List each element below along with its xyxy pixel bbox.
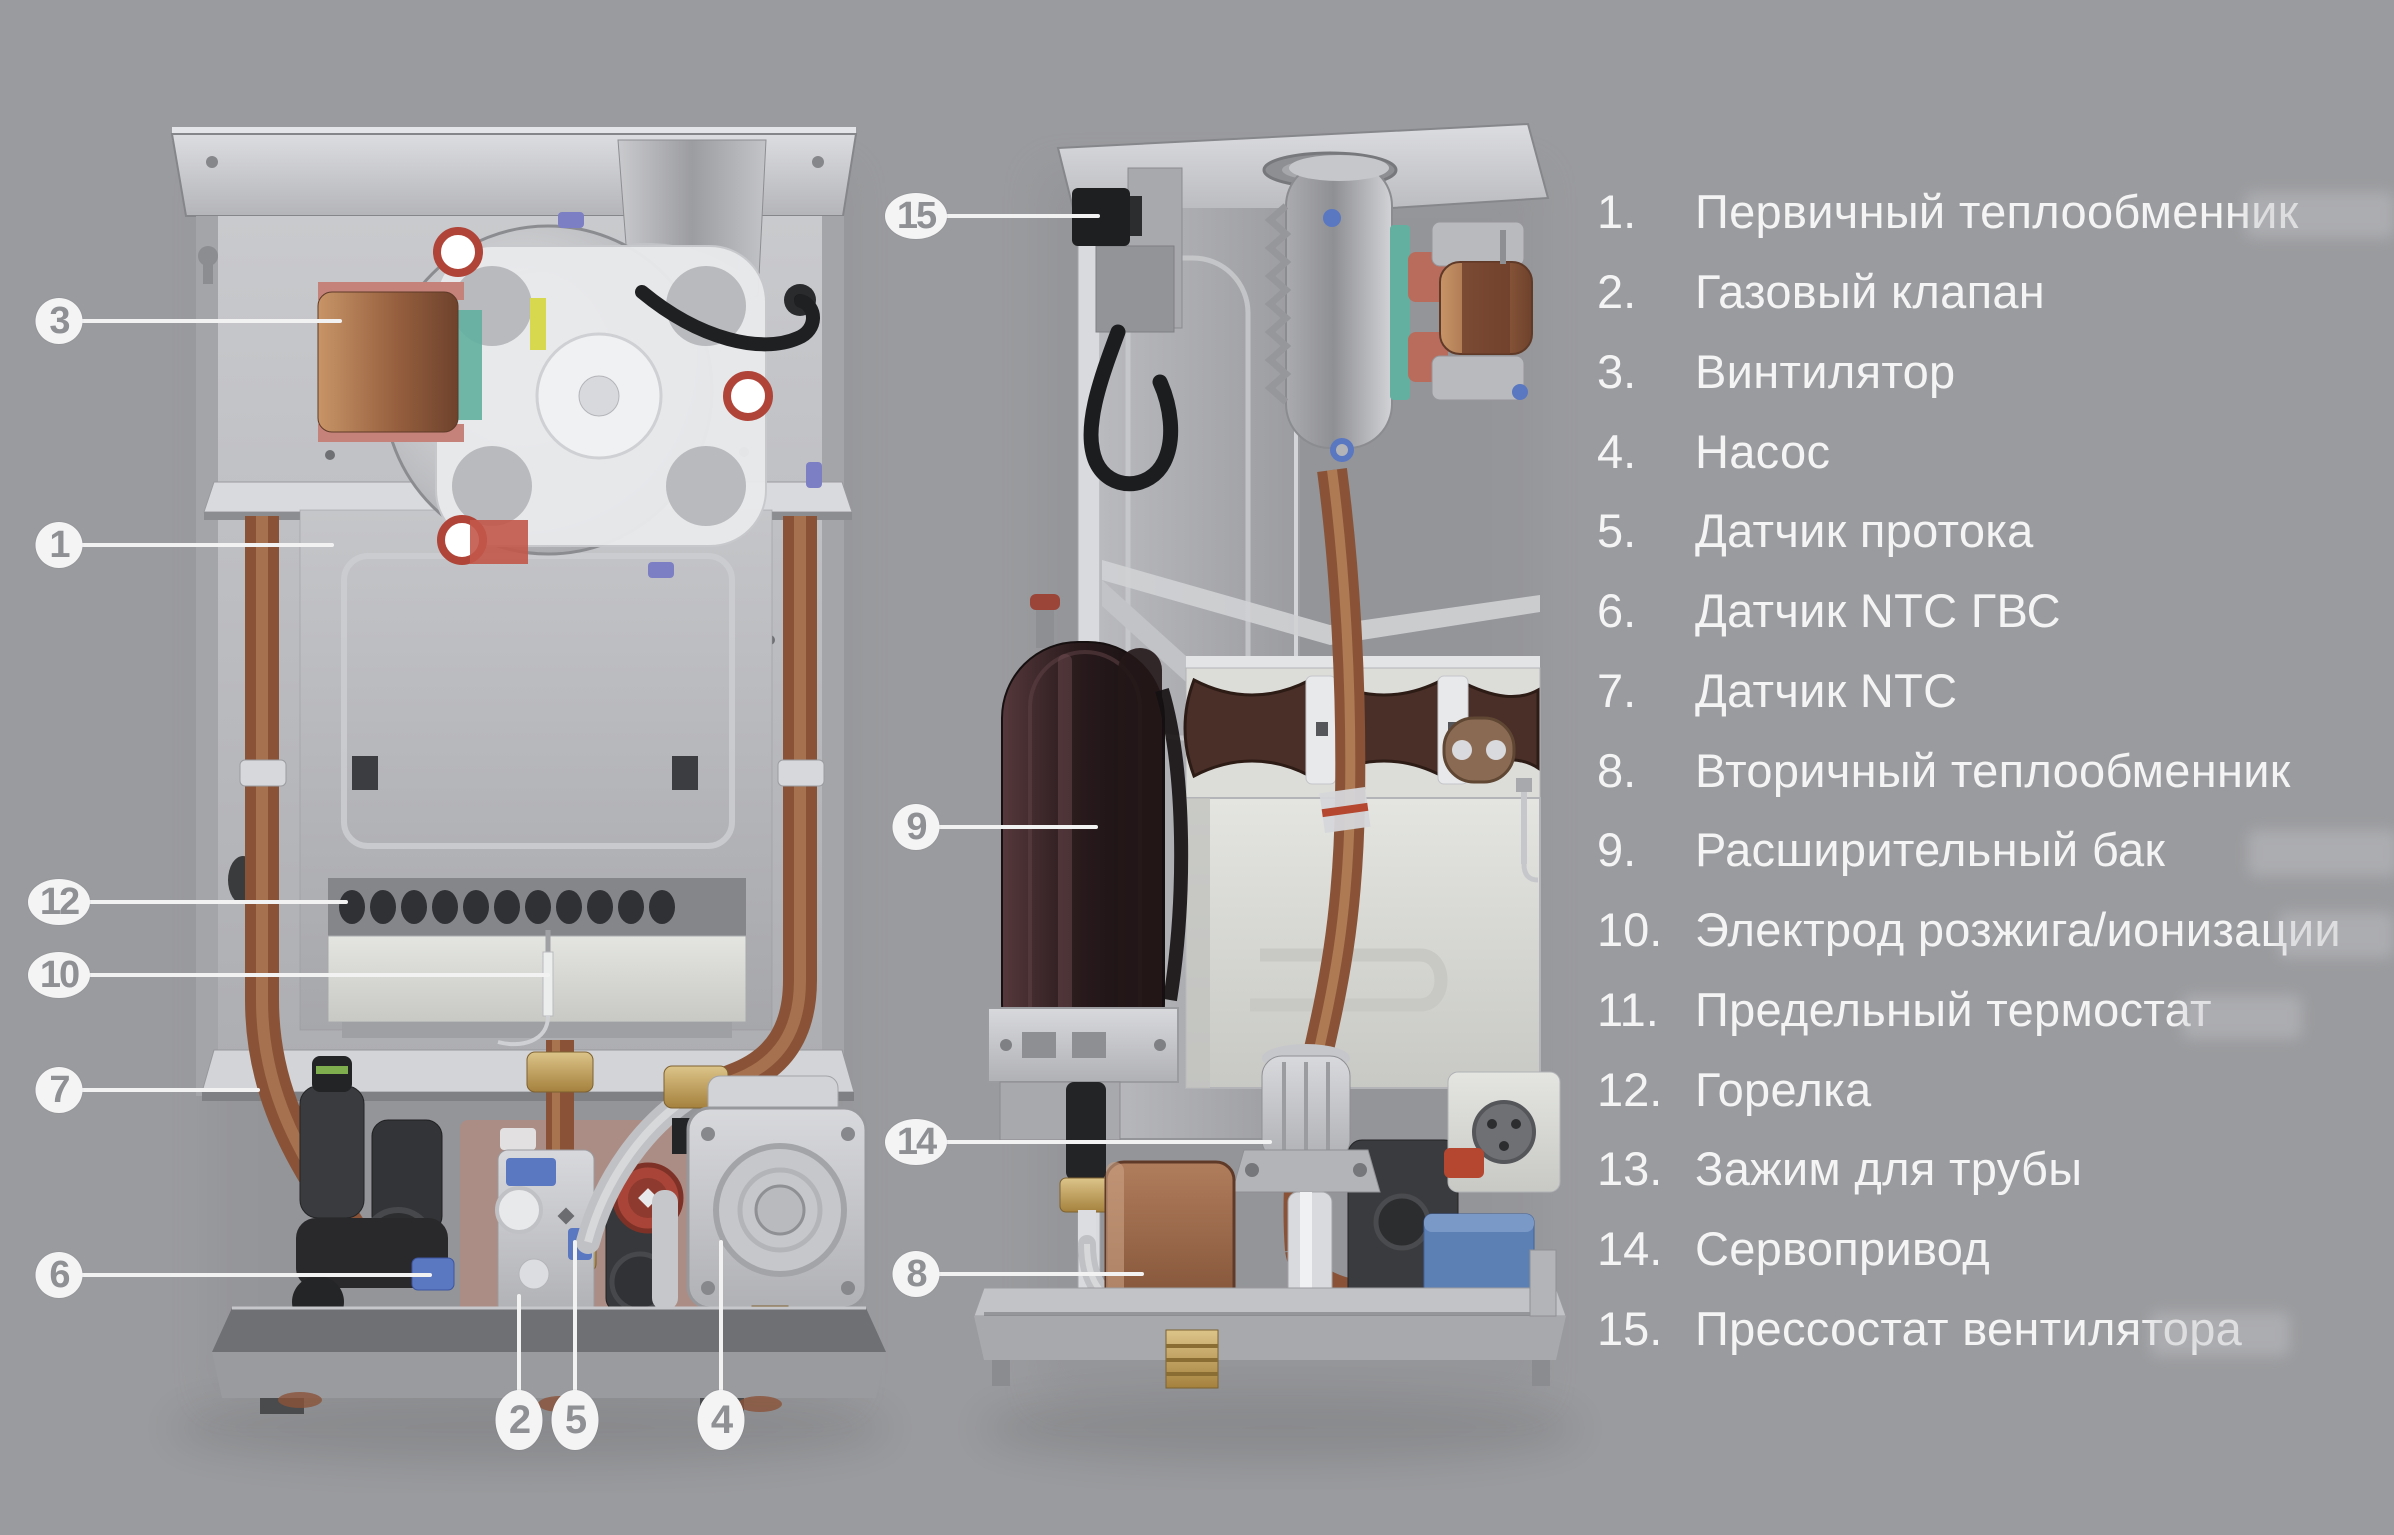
valve-cluster: [292, 1056, 455, 1328]
callout-1: 1: [35, 522, 83, 568]
callout-3: 3: [35, 298, 83, 344]
legend-item-6: 6. Датчик NTC ГВС: [1597, 571, 2394, 651]
watermark-ghost: [2248, 830, 2394, 876]
pipe-clamp-side: [1319, 786, 1371, 834]
watermark-ghost: [2245, 192, 2394, 238]
legend-label: Газовый клапан: [1695, 265, 2046, 319]
legend-item-7: 7. Датчик NTC: [1597, 651, 2394, 731]
legend-item-11: 11. Предельный термостат: [1597, 970, 2394, 1050]
burner-holes: [339, 890, 675, 924]
watermark-ghost: [2150, 1312, 2290, 1356]
servo-drive: [1231, 1044, 1561, 1319]
callout-7: 7: [35, 1067, 83, 1113]
fan-motor: [317, 291, 459, 433]
legend-number: 4.: [1597, 424, 1637, 478]
callout-6: 6: [35, 1252, 83, 1298]
legend-label: Вторичный теплообменник: [1695, 743, 2291, 797]
legend-label: Насос: [1695, 424, 1831, 478]
fan-cable: [635, 285, 820, 352]
legend-item-3: 3. Винтилятор: [1597, 332, 2394, 412]
callout-8: 8: [892, 1251, 940, 1297]
legend-item-1: 1. Первичный теплообменник: [1597, 172, 2394, 252]
legend-label: Расширительный бак: [1695, 823, 2166, 877]
legend-number: 5.: [1597, 504, 1637, 558]
fan-clips: [558, 212, 822, 578]
legend-label: Горелка: [1695, 1062, 1872, 1116]
legend-label: Первичный теплообменник: [1695, 185, 2299, 239]
legend-number: 11.: [1597, 982, 1659, 1036]
legend-number: 3.: [1597, 344, 1637, 398]
legend-number: 15.: [1597, 1301, 1663, 1355]
legend-label: Сервопривод: [1695, 1222, 1990, 1276]
legend-number: 6.: [1597, 584, 1637, 638]
legend-label: Предельный термостат: [1695, 982, 2212, 1036]
callout-10: 10: [28, 952, 90, 998]
legend-item-2: 2. Газовый клапан: [1597, 252, 2394, 332]
legend-number: 9.: [1597, 823, 1637, 877]
fan-side: [1264, 155, 1533, 462]
callout-14: 14: [885, 1119, 947, 1165]
legend-item-9: 9. Расширительный бак: [1597, 810, 2394, 890]
legend-label: Прессостат вентилятора: [1695, 1301, 2243, 1355]
watermark-ghost: [2278, 912, 2394, 958]
watermark-ghost: [2182, 995, 2302, 1039]
legend-number: 7.: [1597, 663, 1637, 717]
legend-number: 8.: [1597, 743, 1637, 797]
pump: [672, 1075, 868, 1343]
legend-item-13: 13. Зажим для трубы: [1597, 1129, 2394, 1209]
legend-item-12: 12. Горелка: [1597, 1049, 2394, 1129]
pipe-clamp: [239, 759, 287, 787]
legend-item-10: 10. Электрод розжига/ионизации: [1597, 890, 2394, 970]
legend-label: Датчик NTC ГВС: [1695, 584, 2061, 638]
callout-15: 15: [885, 193, 947, 239]
legend-number: 1.: [1597, 185, 1637, 239]
legend-item-5: 5. Датчик протока: [1597, 491, 2394, 571]
ignition-electrode: [542, 951, 554, 1017]
air-pressure-switch: [1072, 167, 1183, 492]
legend-number: 2.: [1597, 265, 1637, 319]
parts-legend: 1. Первичный теплообменник 2. Газовый кл…: [1597, 172, 2394, 1368]
legend-label: Винтилятор: [1695, 344, 1956, 398]
callout-leader-lines: [57, 214, 1272, 1393]
callout-4: 4: [697, 1390, 745, 1450]
callout-2: 2: [495, 1390, 543, 1450]
boiler-front-view: [170, 127, 890, 1464]
boiler-side-view: [973, 122, 1580, 1462]
legend-label: Датчик NTC: [1695, 663, 1958, 717]
callout-5: 5: [551, 1390, 599, 1450]
legend-number: 12.: [1597, 1062, 1663, 1116]
legend-item-8: 8. Вторичный теплообменник: [1597, 730, 2394, 810]
callout-12: 12: [28, 879, 90, 925]
legend-item-15: 15. Прессостат вентилятора: [1597, 1289, 2394, 1369]
pipe-clamp: [777, 759, 825, 787]
legend-item-4: 4. Насос: [1597, 411, 2394, 491]
expansion-tank: [987, 594, 1189, 1083]
legend-number: 10.: [1597, 903, 1663, 957]
legend-label: Зажим для трубы: [1695, 1142, 2083, 1196]
legend-number: 13.: [1597, 1142, 1663, 1196]
side-base-plate: [973, 1287, 1567, 1317]
front-base-plate: [212, 1308, 886, 1352]
legend-label: Датчик протока: [1695, 504, 2034, 558]
legend-number: 14.: [1597, 1222, 1663, 1276]
callout-9: 9: [892, 804, 940, 850]
flow-sensor: [568, 1162, 684, 1313]
legend-label: Электрод розжига/ионизации: [1695, 903, 2341, 957]
legend-item-14: 14. Сервопривод: [1597, 1209, 2394, 1289]
